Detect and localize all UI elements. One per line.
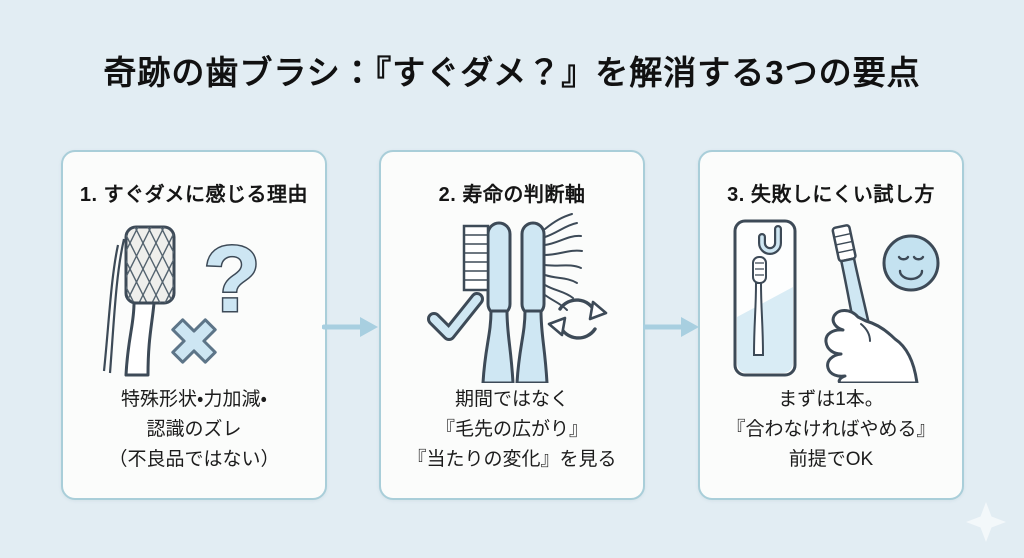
step-card-3: 3. 失敗しにくい試し方 — [698, 150, 964, 500]
refresh-icon — [547, 298, 608, 340]
card-3-heading: 3. 失敗しにくい試し方 — [727, 184, 935, 206]
check-icon — [427, 292, 484, 341]
card-3-body: まずは1本。 『合わなければやめる』 前提でOK — [726, 389, 936, 470]
arrow-right-icon — [322, 317, 378, 337]
hand-toothbrush-icon — [824, 224, 919, 383]
card-1-illustration: ? — [74, 211, 314, 383]
splayed-bristles — [544, 213, 583, 311]
step-card-1: 1. すぐダメに感じる理由 ? — [61, 150, 327, 500]
card-2-heading: 2. 寿命の判断軸 — [438, 184, 586, 206]
package-icon — [733, 219, 797, 377]
page-title: 奇跡の歯ブラシ：『すぐダメ？』を解消する3つの要点 — [103, 54, 921, 91]
toothbrush-question-x-icon: ? — [102, 225, 262, 377]
card-2-illustration — [392, 211, 632, 383]
sparkle-icon — [966, 502, 1006, 542]
card-1-body: 特殊形状・力加減・ 認識のズレ （不良品ではない） — [108, 389, 280, 470]
arrow-right-icon — [643, 317, 699, 337]
card-3-illustration — [711, 211, 951, 383]
card-2-body: 期間ではなく 『毛先の広がり』 『当たりの変化』を見る — [407, 389, 617, 470]
packaged-toothbrush-hand-smiley-icon — [733, 219, 940, 383]
x-mark-icon — [171, 318, 217, 364]
smiley-icon — [882, 234, 940, 292]
toothbrush-new-vs-worn-icon — [427, 213, 608, 383]
step-card-2: 2. 寿命の判断軸 — [379, 150, 645, 500]
card-1-heading: 1. すぐダメに感じる理由 — [79, 184, 309, 206]
question-mark-icon: ? — [203, 226, 260, 331]
